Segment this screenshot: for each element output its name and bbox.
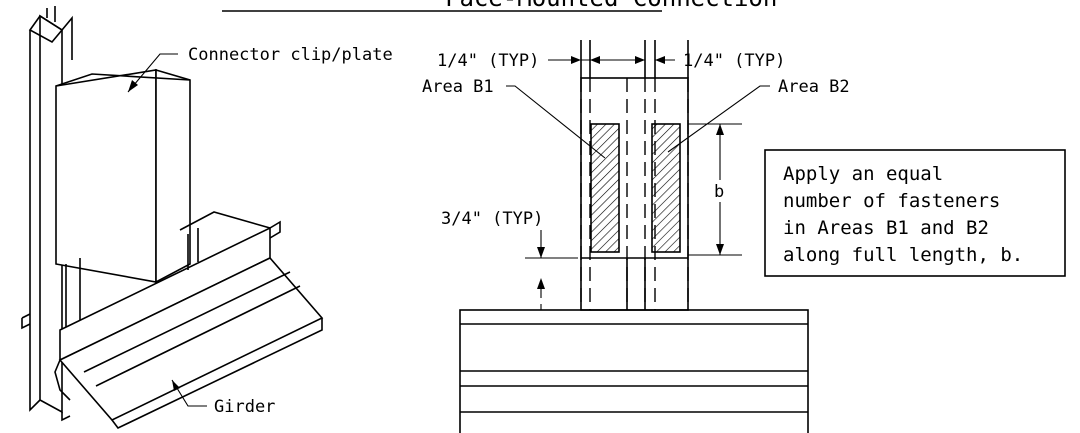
note-line-1: Apply an equal xyxy=(783,163,943,185)
elevation-view: 1/4" (TYP) 1/4" (TYP) Area B1 Area B2 b … xyxy=(422,40,1066,433)
area-b1-label: Area B1 xyxy=(422,77,494,97)
connector-leader: Connector clip/plate xyxy=(127,45,393,93)
dim-b: b xyxy=(688,123,742,256)
girder-elevation xyxy=(459,309,809,433)
note-line-2: number of fasteners xyxy=(783,190,1000,212)
note-line-4: along full length, b. xyxy=(783,244,1023,266)
dim-b-label: b xyxy=(714,182,724,202)
area-b1-hatch xyxy=(590,123,620,253)
area-b1-callout: Area B1 xyxy=(422,77,606,159)
dim-bottom-label: 3/4" (TYP) xyxy=(441,209,543,229)
connector-plate xyxy=(55,68,191,360)
girder-leader: Girder xyxy=(171,379,275,417)
girder-label: Girder xyxy=(214,397,275,417)
bottom-dimension: 3/4" (TYP) xyxy=(441,209,578,311)
vertical-stud xyxy=(21,6,73,422)
dim-left-label: 1/4" (TYP) xyxy=(437,51,539,71)
clip-elevation xyxy=(580,40,689,311)
area-b2-callout: Area B2 xyxy=(667,77,850,153)
title-text: Face-Mounted Connection xyxy=(445,0,777,12)
note-line-3: in Areas B1 and B2 xyxy=(783,217,989,239)
area-b2-label: Area B2 xyxy=(778,77,850,97)
girder xyxy=(54,211,324,430)
isometric-view: Connector clip/plate Girder xyxy=(21,6,393,430)
fastener-note: Apply an equal number of fasteners in Ar… xyxy=(764,149,1066,277)
area-b2-hatch xyxy=(651,123,681,253)
drawing-title: Face-Mounted Connection xyxy=(222,0,777,12)
connector-label: Connector clip/plate xyxy=(188,45,393,65)
top-dimensions: 1/4" (TYP) 1/4" (TYP) xyxy=(437,51,785,71)
dim-right-label: 1/4" (TYP) xyxy=(683,51,785,71)
